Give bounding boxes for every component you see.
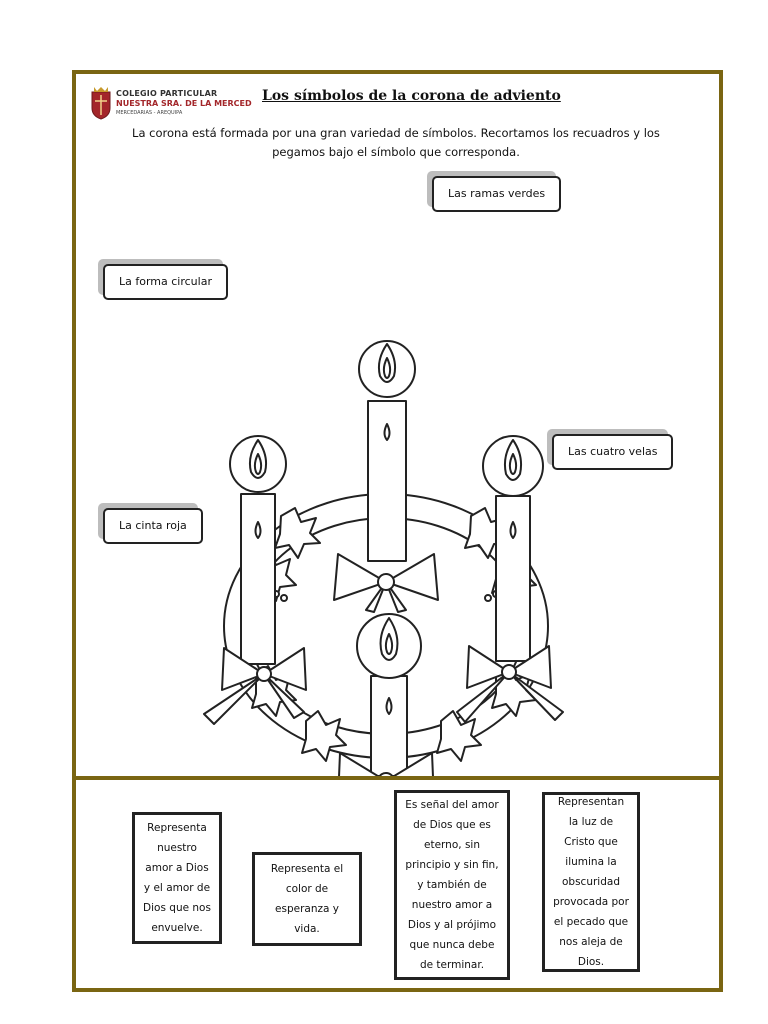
card-luz-de-cristo[interactable]: Representan la luz de Cristo que ilumina… xyxy=(542,792,640,972)
school-shield-icon xyxy=(91,87,111,120)
page-title: Los símbolos de la corona de adviento xyxy=(262,88,561,104)
school-logo: COLEGIO PARTICULAR NUESTRA SRA. DE LA ME… xyxy=(90,84,252,126)
ribbon-bows xyxy=(203,553,564,776)
school-name-line1: COLEGIO PARTICULAR xyxy=(116,89,218,98)
card-amor-envuelve[interactable]: Representa nuestro amor a Dios y el amor… xyxy=(132,812,222,944)
card-esperanza-vida[interactable]: Representa el color de esperanza y vida. xyxy=(252,852,362,946)
card-amor-eterno[interactable]: Es señal del amor de Dios que es eterno,… xyxy=(394,790,510,980)
candle-back xyxy=(358,340,416,562)
label-ramas-verdes[interactable]: Las ramas verdes xyxy=(432,176,562,212)
worksheet-frame: COLEGIO PARTICULAR NUESTRA SRA. DE LA ME… xyxy=(72,70,723,992)
instructions-text: La corona está formada por una gran vari… xyxy=(132,126,660,159)
candle-left xyxy=(229,435,287,665)
candle-front xyxy=(356,613,422,776)
label-cuatro-velas[interactable]: Las cuatro velas xyxy=(552,434,674,470)
label-cinta-roja[interactable]: La cinta roja xyxy=(103,508,203,544)
school-location: MERCEDARIAS - AREQUIPA xyxy=(116,110,183,116)
school-name-line2: NUESTRA SRA. DE LA MERCED xyxy=(116,99,252,108)
cut-line-divider xyxy=(76,776,719,780)
advent-wreath-icon xyxy=(203,340,564,776)
label-forma-circular[interactable]: La forma circular xyxy=(103,264,228,300)
candle-right xyxy=(482,435,544,662)
